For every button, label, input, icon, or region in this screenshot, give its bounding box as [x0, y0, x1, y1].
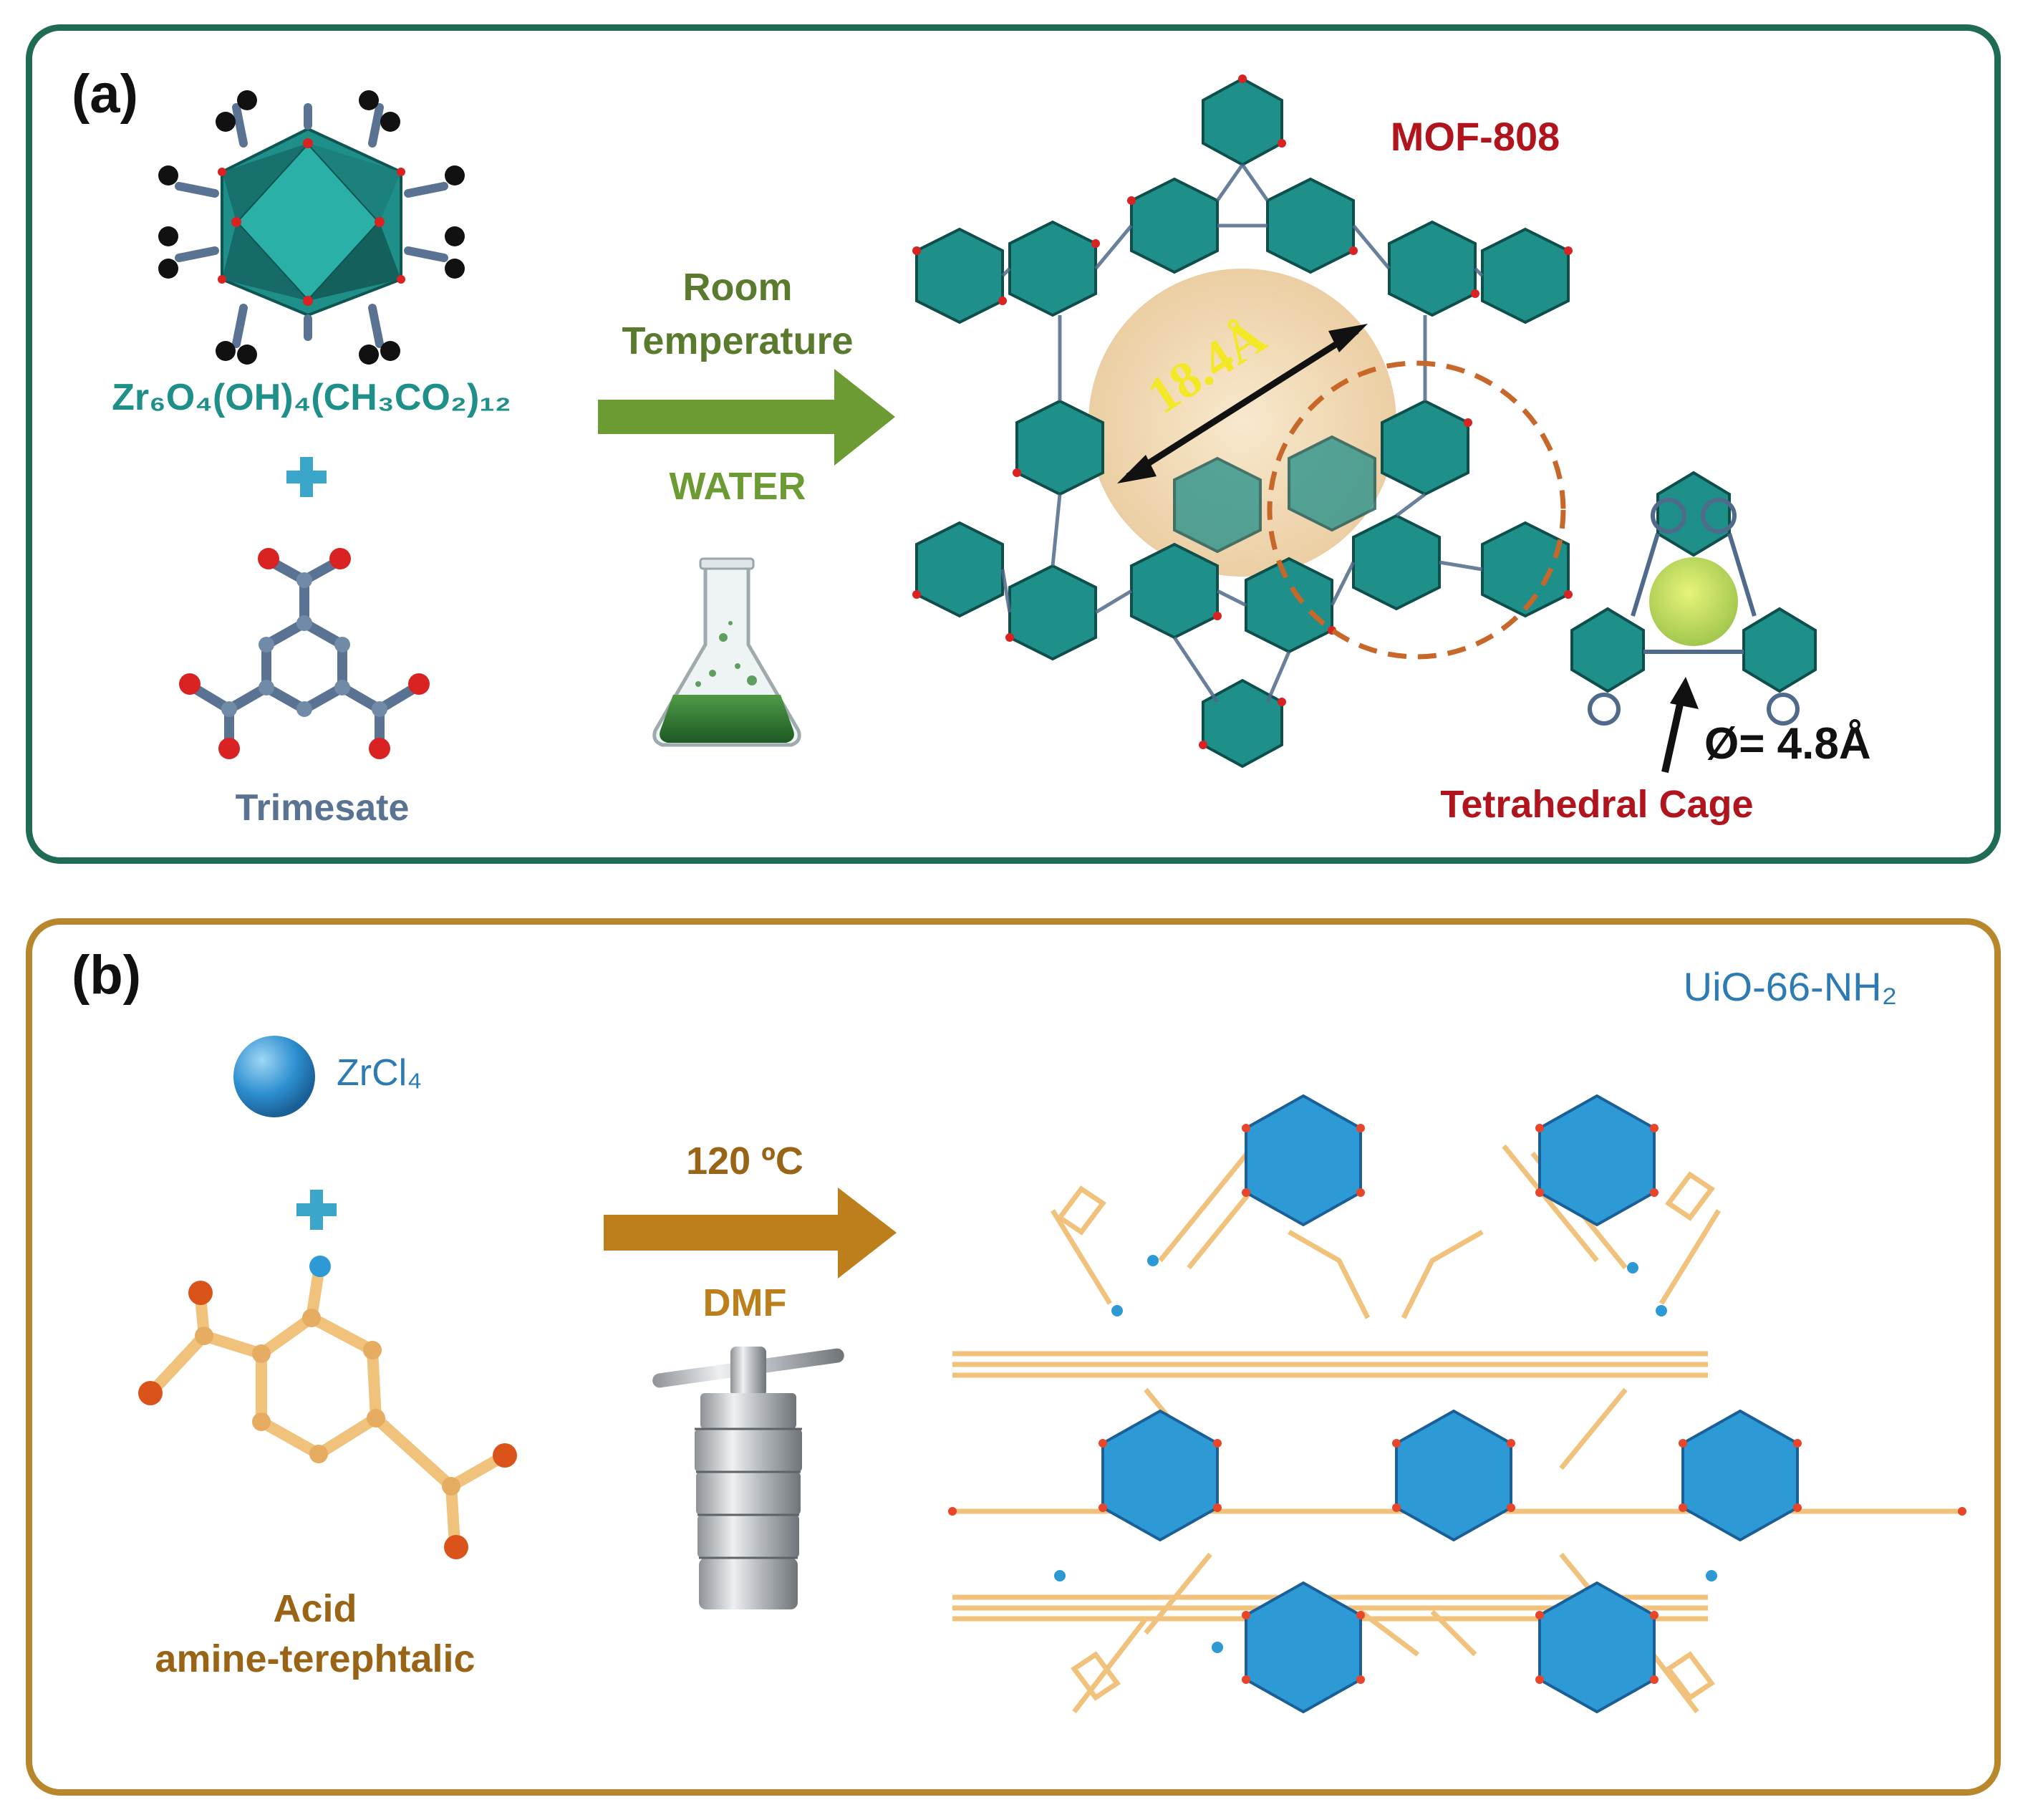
mof808-structure-icon [912, 74, 1573, 769]
linker-name-line1: Acid [273, 1587, 357, 1630]
zr6-cluster-icon [158, 90, 465, 365]
linker-name-trimesate: Trimesate [235, 787, 410, 829]
window-size-label: Ø= 4.8Å [1704, 719, 1871, 769]
condition-room: Room [682, 266, 793, 309]
tetrahedral-cage-icon [1570, 471, 1817, 774]
zr-sphere-icon [233, 1036, 315, 1117]
flask-icon [652, 557, 801, 747]
condition-temperature-b: 120 ºC [686, 1140, 803, 1183]
linker-name-line2: amine-terephtalic [155, 1637, 475, 1680]
plus-icon-a [286, 457, 327, 497]
product-name-mof808: MOF-808 [1390, 114, 1560, 159]
cage-name-label: Tetrahedral Cage [1440, 783, 1754, 826]
metal-source-label: ZrCl₄ [337, 1052, 423, 1094]
condition-temperature: Temperature [622, 319, 854, 362]
plus-icon-b [296, 1190, 337, 1230]
panel-a-frame [26, 24, 2001, 864]
reaction-arrow-b [604, 1188, 897, 1279]
product-name-uio66: UiO-66-NH₂ [1683, 964, 1898, 1009]
condition-solvent-b: DMF [703, 1281, 787, 1324]
trimesate-molecule-icon [179, 548, 430, 759]
autoclave-icon [652, 1347, 844, 1609]
panel-a-label: (a) [72, 64, 138, 125]
aminoterephthalic-molecule-icon [138, 1256, 517, 1559]
uio66-structure-icon [948, 1094, 1966, 1714]
condition-water: WATER [669, 465, 806, 508]
panel-b-frame [26, 918, 2001, 1796]
precursor-formula: Zr₆O₄(OH)₄(CH₃CO₂)₁₂ [112, 377, 511, 418]
panel-b-label: (b) [72, 945, 142, 1006]
reaction-arrow-a [598, 369, 895, 466]
